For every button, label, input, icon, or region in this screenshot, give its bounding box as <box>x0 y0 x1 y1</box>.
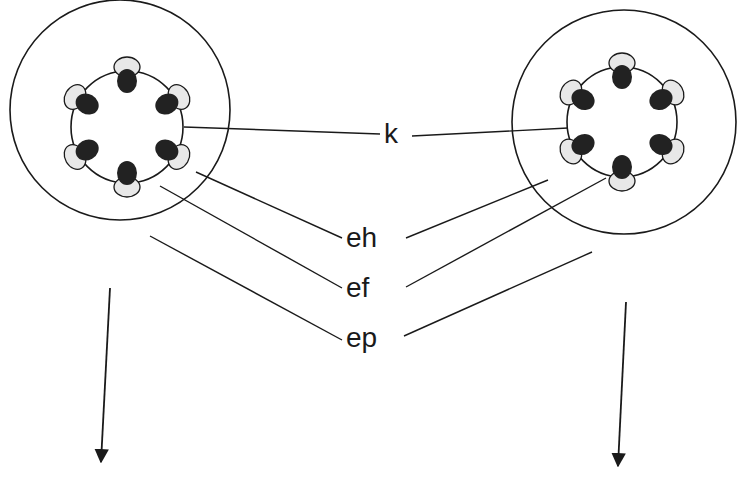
arrow <box>101 288 110 462</box>
leader-line <box>412 128 568 136</box>
bundle-inner <box>117 69 137 93</box>
leader-line <box>184 127 380 134</box>
bundle-inner <box>646 130 677 159</box>
leader-line <box>406 178 606 287</box>
leader-line <box>406 180 548 238</box>
bundle-inner <box>151 135 182 164</box>
part-label: ef <box>346 274 369 302</box>
outer-circle <box>10 0 230 220</box>
bundle-inner <box>151 89 182 118</box>
leader-line <box>160 186 342 288</box>
bundle-inner <box>568 85 599 114</box>
bundle-inner <box>72 89 103 118</box>
leader-line <box>150 236 342 340</box>
bundle-inner <box>72 135 103 164</box>
part-label: k <box>384 120 398 148</box>
leader-line <box>196 172 342 238</box>
bundle-inner <box>117 161 137 185</box>
bundle-inner <box>612 65 632 89</box>
outer-circle <box>512 10 736 234</box>
leader-line <box>404 252 592 336</box>
part-label: ep <box>346 324 377 352</box>
bundle-inner <box>646 85 677 114</box>
bundle-inner <box>612 155 632 179</box>
part-label: eh <box>346 224 377 252</box>
arrow <box>618 302 626 466</box>
bundle-inner <box>568 130 599 159</box>
